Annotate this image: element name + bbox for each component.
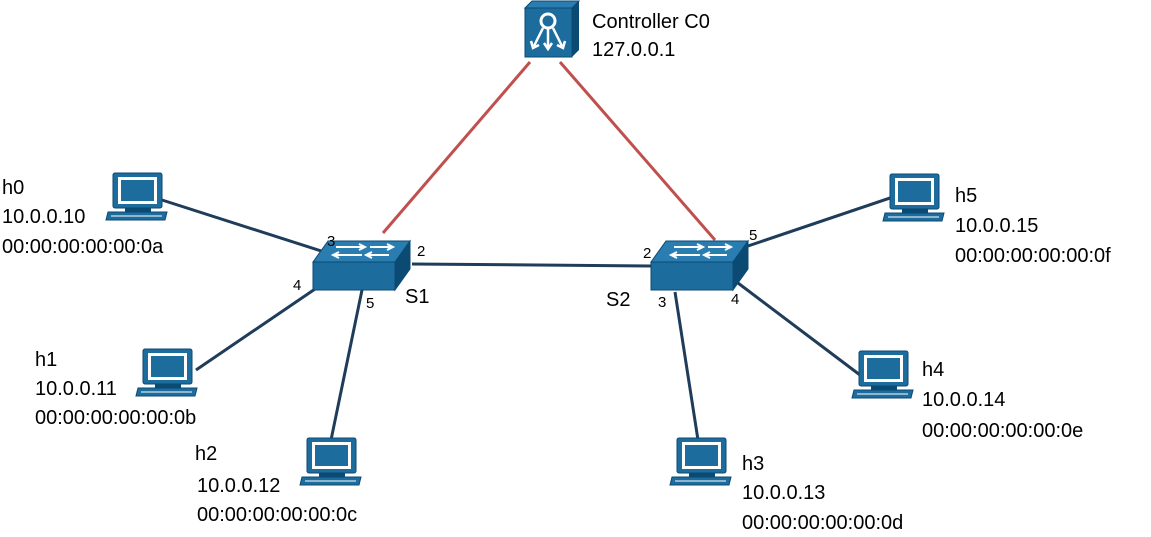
host-h1-mac: 00:00:00:00:00:0b [35, 407, 196, 429]
switch-s2-label: S2 [606, 289, 630, 311]
host-h1-ip: 10.0.0.11 [35, 378, 117, 400]
host-h0-ip: 10.0.0.10 [2, 206, 85, 228]
host-h5-computer-icon[interactable] [882, 173, 945, 222]
link-h2-s1 [329, 289, 364, 441]
s2-port-5: 5 [749, 227, 757, 244]
controller-ip: 127.0.0.1 [592, 39, 675, 61]
link-h3-s2 [673, 291, 700, 441]
host-h4-mac: 00:00:00:00:00:0e [922, 420, 1083, 442]
controller-name: Controller C0 [592, 11, 710, 33]
control-link-c0-s2 [558, 61, 717, 241]
host-h5-name: h5 [955, 185, 977, 207]
host-h3-mac: 00:00:00:00:00:0d [742, 512, 903, 534]
switch-s2-icon[interactable] [650, 240, 749, 291]
s1-port-4: 4 [293, 277, 301, 294]
controller-icon[interactable] [523, 0, 581, 58]
host-h0-computer-icon[interactable] [105, 172, 168, 221]
link-h5-s2 [741, 195, 894, 250]
host-h3-ip: 10.0.0.13 [742, 482, 825, 504]
control-link-c0-s1 [381, 61, 532, 234]
host-h3-computer-icon[interactable] [669, 437, 732, 486]
host-h1-name: h1 [35, 349, 57, 371]
host-h1-computer-icon[interactable] [135, 348, 198, 397]
host-h0-name: h0 [2, 177, 24, 199]
s1-port-3: 3 [327, 233, 335, 250]
host-h0-mac: 00:00:00:00:00:0a [2, 236, 164, 258]
s2-port-3: 3 [658, 294, 666, 311]
host-h4-ip: 10.0.0.14 [922, 389, 1005, 411]
host-h4-computer-icon[interactable] [851, 350, 914, 399]
s1-port-2: 2 [417, 243, 425, 260]
host-h2-name: h2 [195, 443, 217, 465]
s2-port-2: 2 [643, 245, 651, 262]
link-h1-s1 [195, 285, 319, 372]
host-h5-mac: 00:00:00:00:00:0f [955, 245, 1111, 267]
s2-port-4: 4 [731, 291, 739, 308]
host-h3-name: h3 [742, 453, 764, 475]
host-h5-ip: 10.0.0.15 [955, 215, 1038, 237]
host-h2-computer-icon[interactable] [299, 437, 362, 486]
link-s1-s2 [411, 262, 653, 268]
host-h4-name: h4 [922, 359, 944, 381]
switch-s1-label: S1 [405, 286, 429, 308]
host-h2-ip: 10.0.0.12 [197, 475, 280, 497]
s1-port-5: 5 [366, 295, 374, 312]
link-h4-s2 [737, 281, 861, 377]
host-h2-mac: 00:00:00:00:00:0c [197, 504, 357, 526]
link-h0-s1 [161, 198, 341, 259]
